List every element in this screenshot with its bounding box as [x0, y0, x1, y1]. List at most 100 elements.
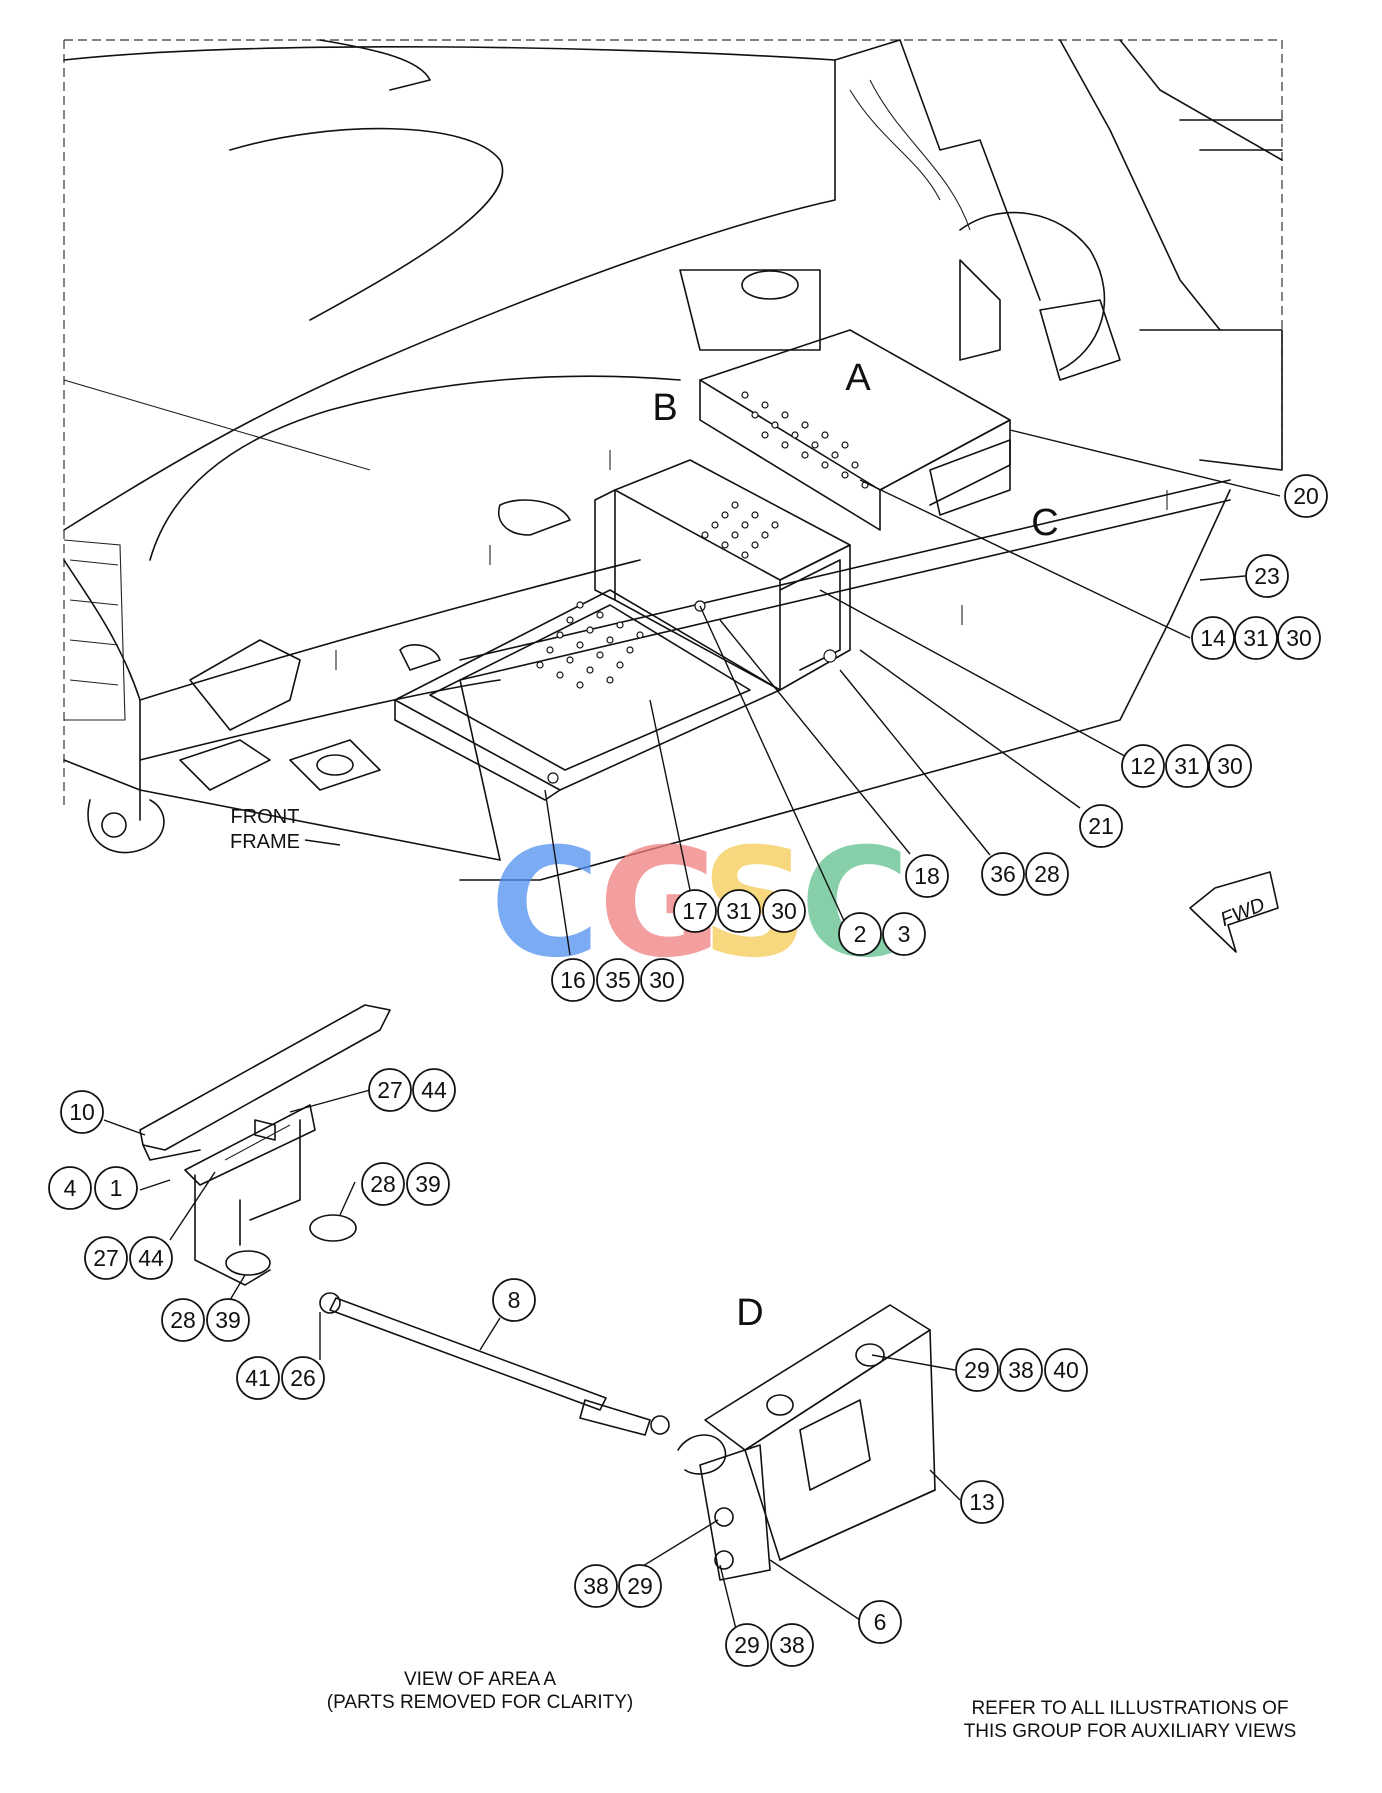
callout-38-right: 38 — [999, 1348, 1043, 1392]
callout-18: 18 — [905, 854, 949, 898]
svg-text:26: 26 — [290, 1365, 316, 1391]
module-b-vent-holes — [701, 501, 779, 559]
machine-body-outline — [63, 39, 1283, 881]
callout-40: 40 — [1044, 1348, 1088, 1392]
lower-mount-plate — [394, 589, 837, 801]
callout-14-30: 30 — [1277, 616, 1321, 660]
callout-39-lower: 39 — [206, 1298, 250, 1342]
view-label-c: C — [1031, 502, 1058, 544]
svg-text:2: 2 — [854, 921, 867, 947]
module-a-box — [699, 329, 1011, 531]
callout-12: 12 — [1121, 744, 1165, 788]
callout-21: 21 — [1079, 804, 1123, 848]
svg-text:30: 30 — [1286, 625, 1312, 651]
callout-2: 2 — [838, 912, 882, 956]
svg-text:29: 29 — [734, 1632, 760, 1658]
forward-direction-arrow: FWD — [1189, 871, 1279, 953]
svg-text:21: 21 — [1088, 813, 1114, 839]
watermark-letter-4: C — [800, 817, 910, 991]
svg-text:30: 30 — [771, 898, 797, 924]
svg-text:16: 16 — [560, 967, 586, 993]
callout-41: 41 — [236, 1356, 280, 1400]
callout-26: 26 — [281, 1356, 325, 1400]
callout-29-left: 29 — [618, 1564, 662, 1608]
svg-text:12: 12 — [1130, 753, 1156, 779]
view-area-note-line1: VIEW OF AREA A — [403, 1669, 557, 1690]
svg-text:29: 29 — [627, 1573, 653, 1599]
svg-text:14: 14 — [1200, 625, 1226, 651]
view-label-b: B — [652, 387, 677, 429]
callout-10: 10 — [60, 1090, 104, 1134]
callout-36-28: 28 — [1025, 852, 1069, 896]
svg-text:35: 35 — [605, 967, 631, 993]
refer-note-line1: REFER TO ALL ILLUSTRATIONS OF — [971, 1698, 1289, 1719]
callout-38-left: 38 — [574, 1564, 618, 1608]
refer-note-line2: THIS GROUP FOR AUXILIARY VIEWS — [963, 1721, 1297, 1742]
callout-23: 23 — [1245, 554, 1289, 598]
svg-text:38: 38 — [1008, 1357, 1034, 1383]
svg-text:30: 30 — [649, 967, 675, 993]
callout-29-bottom: 29 — [725, 1623, 769, 1667]
callout-12-31: 31 — [1165, 744, 1209, 788]
svg-text:13: 13 — [969, 1489, 995, 1515]
callout-44-lower: 44 — [129, 1236, 173, 1280]
svg-text:18: 18 — [914, 863, 940, 889]
svg-text:44: 44 — [138, 1245, 164, 1271]
svg-text:41: 41 — [245, 1365, 271, 1391]
lower-plate-vent-holes — [536, 601, 644, 689]
callout-16: 16 — [551, 958, 595, 1002]
svg-text:38: 38 — [583, 1573, 609, 1599]
svg-text:3: 3 — [898, 921, 911, 947]
hinge-assembly-d — [677, 1304, 936, 1581]
callout-13: 13 — [960, 1480, 1004, 1524]
callout-17-30: 30 — [762, 889, 806, 933]
refer-illustrations-note: REFER TO ALL ILLUSTRATIONS OF THIS GROUP… — [915, 1697, 1345, 1743]
module-b-box — [594, 459, 851, 691]
svg-text:30: 30 — [1217, 753, 1243, 779]
callout-29-right: 29 — [955, 1348, 999, 1392]
svg-text:40: 40 — [1053, 1357, 1079, 1383]
svg-text:31: 31 — [1174, 753, 1200, 779]
front-frame-label-line1: FRONT — [231, 806, 300, 828]
svg-text:44: 44 — [421, 1077, 447, 1103]
callout-8: 8 — [492, 1278, 536, 1322]
callout-39-upper: 39 — [406, 1162, 450, 1206]
svg-text:28: 28 — [170, 1307, 196, 1333]
callout-38-bottom: 38 — [770, 1623, 814, 1667]
callout-27-upper: 27 — [368, 1068, 412, 1112]
callout-12-30: 30 — [1208, 744, 1252, 788]
svg-text:38: 38 — [779, 1632, 805, 1658]
view-area-note-line2: (PARTS REMOVED FOR CLARITY) — [326, 1692, 634, 1713]
callout-leaders — [103, 429, 1281, 1646]
fwd-label: FWD — [1218, 894, 1268, 931]
svg-text:36: 36 — [990, 861, 1016, 887]
module-a-vent-holes — [741, 391, 869, 489]
svg-text:23: 23 — [1254, 563, 1280, 589]
view-label-d: D — [736, 1292, 763, 1334]
callout-44-upper: 44 — [412, 1068, 456, 1112]
svg-text:31: 31 — [726, 898, 752, 924]
pedal-bracket-assembly — [139, 1004, 391, 1286]
view-area-note: VIEW OF AREA A (PARTS REMOVED FOR CLARIT… — [260, 1668, 700, 1714]
callout-28-lower: 28 — [161, 1298, 205, 1342]
callout-17-31: 31 — [717, 889, 761, 933]
svg-text:39: 39 — [215, 1307, 241, 1333]
callout-1: 1 — [94, 1166, 138, 1210]
svg-text:28: 28 — [1034, 861, 1060, 887]
svg-text:39: 39 — [415, 1171, 441, 1197]
callout-3: 3 — [882, 912, 926, 956]
svg-text:1: 1 — [110, 1175, 123, 1201]
callout-14: 14 — [1191, 616, 1235, 660]
svg-text:31: 31 — [1243, 625, 1269, 651]
view-label-a: A — [845, 357, 871, 399]
svg-text:10: 10 — [69, 1099, 95, 1125]
svg-text:28: 28 — [370, 1171, 396, 1197]
callout-17: 17 — [673, 889, 717, 933]
front-frame-label-line2: FRAME — [230, 831, 300, 853]
svg-text:6: 6 — [874, 1609, 887, 1635]
callout-4: 4 — [48, 1166, 92, 1210]
svg-text:4: 4 — [64, 1175, 77, 1201]
front-frame-leader — [304, 839, 341, 846]
